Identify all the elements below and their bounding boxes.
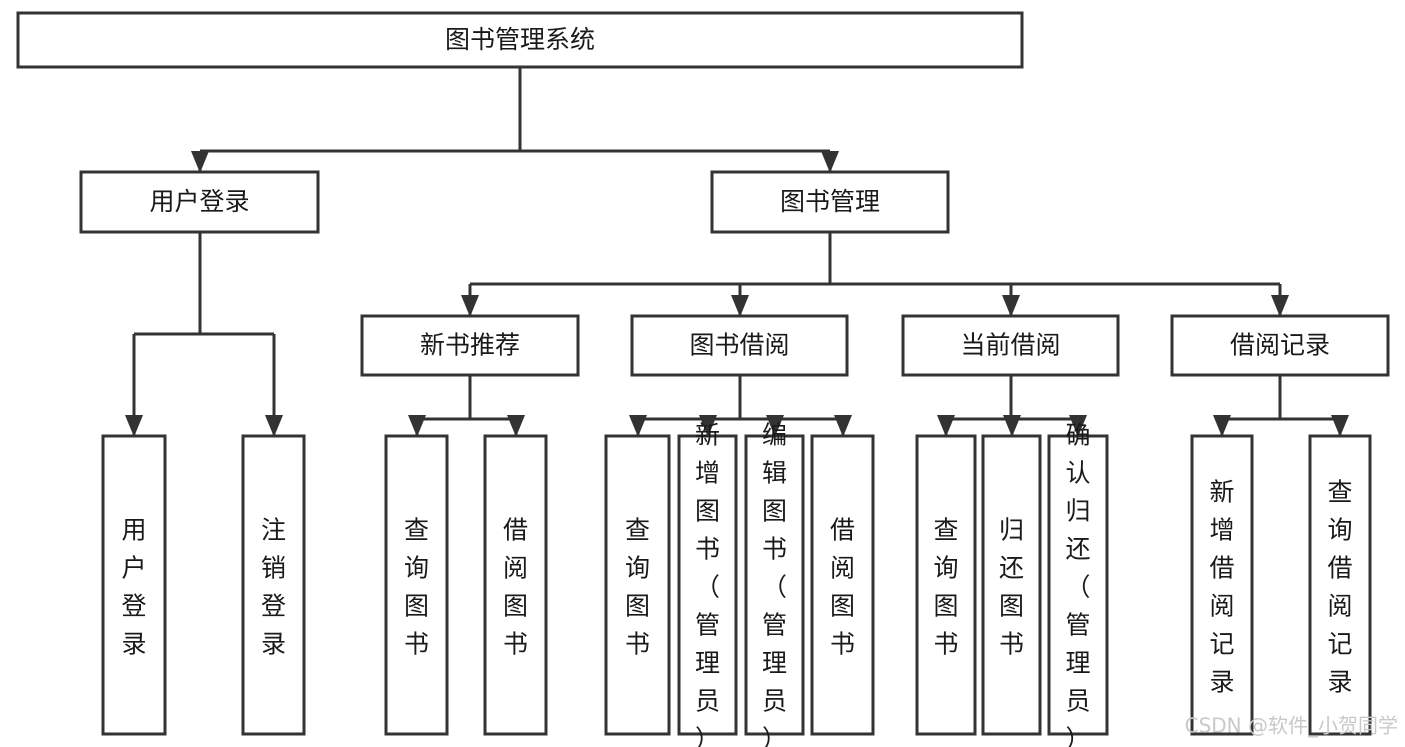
node-label: 编辑图书（管理员） <box>762 421 787 747</box>
connector-arrowhead <box>731 295 749 317</box>
node-box[interactable] <box>1308 434 1372 736</box>
node-box[interactable] <box>604 434 671 736</box>
node-label: 图书借阅 <box>689 331 789 360</box>
node-label: 图书管理 <box>780 187 880 216</box>
node-label: 新增图书（管理员） <box>695 421 720 747</box>
node-leaf-edit-book[interactable]: 编辑图书（管理员） <box>744 421 805 747</box>
node-current-borrow[interactable]: 当前借阅 <box>901 314 1120 377</box>
node-leaf-logout[interactable]: 注销登录 <box>241 434 306 736</box>
node-box[interactable] <box>101 434 167 736</box>
watermark-label: CSDN @软件_小贺同学 <box>1185 714 1398 738</box>
connector-arrowhead <box>125 415 143 437</box>
node-leaf-add-record[interactable]: 新增借阅记录 <box>1190 434 1254 736</box>
node-box[interactable] <box>483 434 548 736</box>
node-book-borrow[interactable]: 图书借阅 <box>630 314 849 377</box>
connector-arrowhead <box>834 415 852 437</box>
node-label: 当前借阅 <box>960 331 1060 360</box>
connector-arrowhead <box>1069 415 1087 437</box>
node-leaf-add-book[interactable]: 新增图书（管理员） <box>677 421 738 747</box>
node-label: 查询图书 <box>933 516 958 659</box>
node-box[interactable] <box>1190 434 1254 736</box>
node-box[interactable] <box>241 434 306 736</box>
node-new-book-rec[interactable]: 新书推荐 <box>360 314 580 377</box>
node-label: 图书管理系统 <box>445 25 595 54</box>
node-leaf-query-book-2[interactable]: 查询图书 <box>604 434 671 736</box>
node-box[interactable] <box>915 434 977 736</box>
node-box[interactable] <box>710 170 950 234</box>
connector-arrowhead <box>191 151 209 173</box>
node-leaf-query-book-3[interactable]: 查询图书 <box>915 434 977 736</box>
node-leaf-borrow-book-2[interactable]: 借阅图书 <box>810 434 875 736</box>
node-box[interactable] <box>677 434 738 736</box>
connector-arrowhead <box>1003 415 1021 437</box>
node-box[interactable] <box>630 314 849 377</box>
node-box[interactable] <box>901 314 1120 377</box>
node-leaf-query-book-1[interactable]: 查询图书 <box>384 434 449 736</box>
nodes-layer: 图书管理系统用户登录图书管理新书推荐图书借阅当前借阅借阅记录用户登录注销登录查询… <box>16 11 1390 747</box>
node-box[interactable] <box>744 434 805 736</box>
connector-arrowhead <box>1331 415 1349 437</box>
connector-arrowhead <box>699 415 717 437</box>
connector-arrowhead <box>629 415 647 437</box>
node-box[interactable] <box>1047 434 1109 736</box>
node-label: 查询图书 <box>404 516 429 659</box>
connector-arrowhead <box>1271 295 1289 317</box>
connector-arrowhead <box>821 151 839 173</box>
node-user-login[interactable]: 用户登录 <box>79 170 320 234</box>
connector-arrowhead <box>507 415 525 437</box>
node-borrow-record[interactable]: 借阅记录 <box>1170 314 1390 377</box>
connector-arrowhead <box>265 415 283 437</box>
connector-arrowhead <box>461 295 479 317</box>
node-label: 用户登录 <box>149 187 249 216</box>
node-label: 确认归还（管理员） <box>1065 421 1090 747</box>
node-label: 借阅记录 <box>1230 331 1330 360</box>
node-box[interactable] <box>981 434 1042 736</box>
node-label: 查询借阅记录 <box>1327 478 1352 697</box>
node-box[interactable] <box>360 314 580 377</box>
connector-arrowhead <box>937 415 955 437</box>
node-leaf-user-login[interactable]: 用户登录 <box>101 434 167 736</box>
connector-arrowhead <box>766 415 784 437</box>
node-label: 借阅图书 <box>830 516 855 659</box>
node-label: 查询图书 <box>625 516 650 659</box>
connector-arrowhead <box>408 415 426 437</box>
node-leaf-confirm-return[interactable]: 确认归还（管理员） <box>1047 421 1109 747</box>
connector-arrowhead <box>1213 415 1231 437</box>
node-label: 注销登录 <box>261 516 286 659</box>
node-label: 新增借阅记录 <box>1209 478 1234 697</box>
node-label: 用户登录 <box>121 516 146 659</box>
connector-arrowhead <box>1002 295 1020 317</box>
node-leaf-query-record[interactable]: 查询借阅记录 <box>1308 434 1372 736</box>
node-label: 归还图书 <box>999 516 1024 659</box>
node-label: 新书推荐 <box>420 331 520 360</box>
node-box[interactable] <box>384 434 449 736</box>
node-box[interactable] <box>1170 314 1390 377</box>
node-box[interactable] <box>16 11 1024 69</box>
connectors-layer <box>125 67 1349 437</box>
node-box[interactable] <box>810 434 875 736</box>
node-leaf-borrow-book-1[interactable]: 借阅图书 <box>483 434 548 736</box>
node-book-manage[interactable]: 图书管理 <box>710 170 950 234</box>
node-root[interactable]: 图书管理系统 <box>16 11 1024 69</box>
node-label: 借阅图书 <box>503 516 528 659</box>
node-box[interactable] <box>79 170 320 234</box>
node-leaf-return-book[interactable]: 归还图书 <box>981 434 1042 736</box>
